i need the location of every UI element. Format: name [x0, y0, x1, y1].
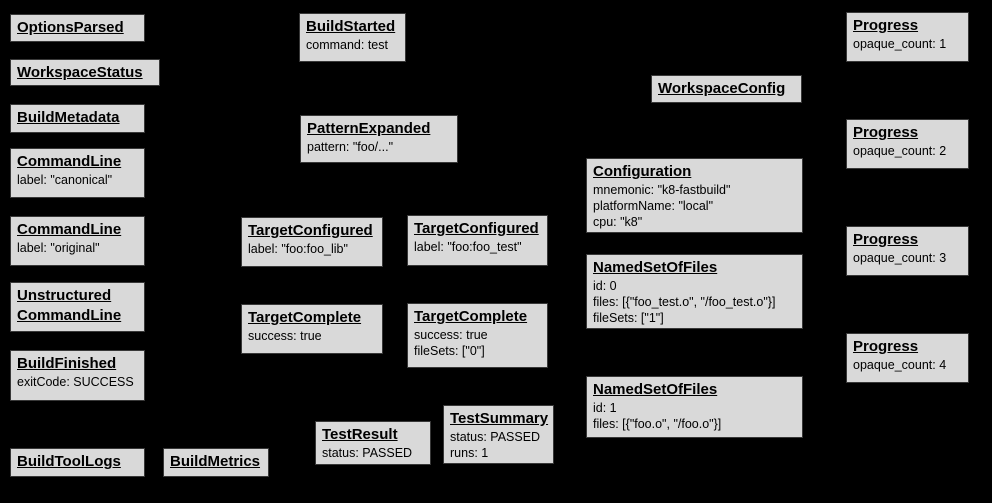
node-title: TargetConfigured	[248, 222, 373, 239]
node-title: CommandLine	[17, 221, 122, 238]
node-field: id: 1	[593, 401, 617, 415]
node-command-line-original: CommandLine label: "original"	[10, 216, 145, 266]
node-workspace-config: WorkspaceConfig	[651, 75, 802, 103]
node-field: opaque_count: 1	[853, 37, 947, 51]
node-title: NamedSetOfFiles	[593, 259, 718, 276]
node-field: platformName: "local"	[593, 199, 714, 213]
node-unstructured-command-line: Unstructured CommandLine	[10, 282, 145, 332]
node-field: runs: 1	[450, 446, 489, 460]
node-test-result: TestResult status: PASSED	[315, 421, 431, 465]
node-title: Progress	[853, 231, 919, 248]
node-field: opaque_count: 2	[853, 144, 947, 158]
node-field: fileSets: ["1"]	[593, 311, 664, 325]
node-progress-4: Progress opaque_count: 4	[846, 333, 969, 383]
node-title: Progress	[853, 124, 919, 141]
node-target-complete-foo-lib: TargetComplete success: true	[241, 304, 383, 354]
node-test-summary: TestSummary status: PASSED runs: 1	[443, 405, 554, 464]
node-title: BuildToolLogs	[17, 453, 121, 470]
node-command-line-canonical: CommandLine label: "canonical"	[10, 148, 145, 198]
node-title: WorkspaceConfig	[658, 80, 786, 97]
node-field: label: "foo:foo_lib"	[248, 242, 348, 256]
node-pattern-expanded: PatternExpanded pattern: "foo/..."	[300, 115, 458, 163]
node-title: Progress	[853, 17, 919, 34]
node-progress-3: Progress opaque_count: 3	[846, 226, 969, 276]
node-configuration: Configuration mnemonic: "k8-fastbuild" p…	[586, 158, 803, 233]
node-workspace-status: WorkspaceStatus	[10, 59, 160, 86]
node-build-metadata: BuildMetadata	[10, 104, 145, 133]
node-build-started: BuildStarted command: test	[299, 13, 406, 62]
node-title: Unstructured CommandLine	[17, 287, 122, 324]
node-field: files: [{"foo_test.o", "/foo_test.o"}]	[593, 295, 776, 309]
node-field: opaque_count: 4	[853, 358, 947, 372]
node-title: OptionsParsed	[17, 19, 124, 36]
node-title: TargetComplete	[414, 308, 528, 325]
node-field: success: true	[414, 328, 488, 342]
node-field: cpu: "k8"	[593, 215, 643, 229]
node-field: fileSets: ["0"]	[414, 344, 485, 358]
node-title: BuildFinished	[17, 355, 117, 372]
node-target-configured-foo-test: TargetConfigured label: "foo:foo_test"	[407, 215, 548, 266]
node-field: label: "original"	[17, 241, 100, 255]
node-field: opaque_count: 3	[853, 251, 947, 265]
node-field: files: [{"foo.o", "/foo.o"}]	[593, 417, 722, 431]
node-build-finished: BuildFinished exitCode: SUCCESS	[10, 350, 145, 401]
node-title: Progress	[853, 338, 919, 355]
node-build-metrics: BuildMetrics	[163, 448, 269, 477]
node-title: BuildMetrics	[170, 453, 261, 470]
node-title: Configuration	[593, 163, 692, 180]
node-target-complete-foo-test: TargetComplete success: true fileSets: […	[407, 303, 548, 368]
node-title: NamedSetOfFiles	[593, 381, 718, 398]
node-title: CommandLine	[17, 153, 122, 170]
node-title: BuildMetadata	[17, 109, 120, 126]
node-title: TargetConfigured	[414, 220, 539, 237]
node-progress-2: Progress opaque_count: 2	[846, 119, 969, 169]
node-field: mnemonic: "k8-fastbuild"	[593, 183, 731, 197]
node-field: command: test	[306, 38, 388, 52]
node-field: label: "canonical"	[17, 173, 113, 187]
node-field: label: "foo:foo_test"	[414, 240, 522, 254]
node-title: TestSummary	[450, 410, 549, 427]
node-field: exitCode: SUCCESS	[17, 375, 134, 389]
node-field: pattern: "foo/..."	[307, 140, 394, 154]
node-title: TestResult	[322, 426, 398, 443]
node-title: BuildStarted	[306, 18, 396, 35]
node-named-set-of-files-1: NamedSetOfFiles id: 1 files: [{"foo.o", …	[586, 376, 803, 438]
node-title: TargetComplete	[248, 309, 362, 326]
node-field: status: PASSED	[322, 446, 413, 460]
node-field: id: 0	[593, 279, 617, 293]
node-field: status: PASSED	[450, 430, 541, 444]
node-options-parsed: OptionsParsed	[10, 14, 145, 42]
node-target-configured-foo-lib: TargetConfigured label: "foo:foo_lib"	[241, 217, 383, 267]
node-title: WorkspaceStatus	[17, 64, 143, 81]
node-named-set-of-files-0: NamedSetOfFiles id: 0 files: [{"foo_test…	[586, 254, 803, 329]
node-title: PatternExpanded	[307, 120, 431, 137]
node-field: success: true	[248, 329, 322, 343]
node-progress-1: Progress opaque_count: 1	[846, 12, 969, 62]
node-build-tool-logs: BuildToolLogs	[10, 448, 145, 477]
